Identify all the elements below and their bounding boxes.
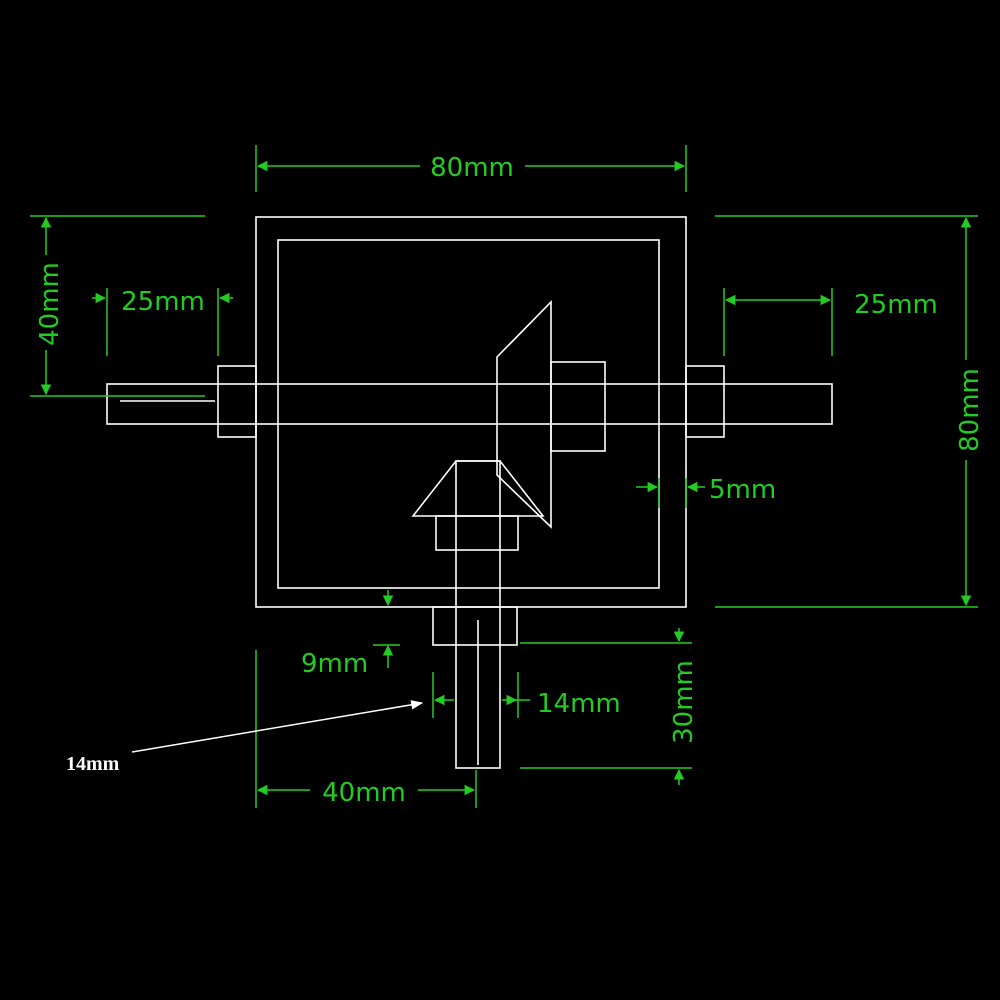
dim-bottom-width: 40mm [322, 778, 406, 808]
dimension-lines [30, 145, 978, 808]
dim-right-shaft: 25mm [854, 290, 938, 320]
gear-hub-horizontal [550, 361, 606, 452]
note-label: 14mm [66, 753, 120, 775]
dim-right-height: 80mm [955, 368, 985, 452]
bevel-gear-horizontal [496, 300, 552, 529]
bevel-gear-vertical [411, 460, 545, 517]
left-bearing [217, 365, 257, 438]
dim-shaft-width: 14mm [537, 689, 621, 719]
bottom-bearing [432, 606, 518, 646]
dim-left-height: 40mm [35, 262, 65, 346]
dim-left-shaft: 25mm [121, 287, 205, 317]
vertical-shaft [455, 460, 501, 769]
horizontal-shaft [106, 383, 833, 425]
dim-bottom-length: 30mm [669, 660, 699, 744]
note-leader-arrow [131, 700, 424, 753]
right-bearing [685, 365, 725, 438]
housing-outer [255, 216, 687, 608]
dim-wall: 5mm [709, 475, 776, 505]
dim-top-width: 80mm [430, 153, 514, 183]
housing-inner [277, 239, 660, 589]
dim-bottom-offset: 9mm [301, 649, 368, 679]
gearbox-geometry [106, 216, 833, 769]
gear-hub-vertical [435, 515, 519, 551]
